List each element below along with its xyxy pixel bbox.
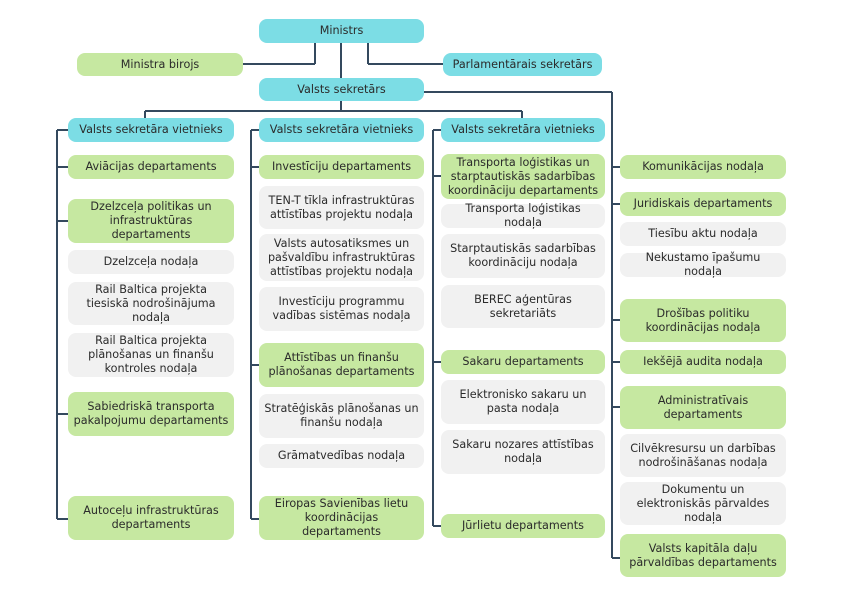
public-transport-department-box: Sabiedriskā transporta pakalpojumu depar…: [68, 392, 234, 436]
property-division-box: Nekustamo īpašumu nodaļa: [620, 251, 786, 278]
state-capital-department-box: Valsts kapitāla daļu pārvaldības departa…: [620, 534, 786, 577]
legal-department-box: Juridiskais departaments: [620, 192, 786, 216]
road-infrastructure-department-box: Autoceļu infrastruktūras departaments: [68, 496, 234, 540]
eu-affairs-department-box: Eiropas Savienības lietu koordinācijas d…: [259, 496, 424, 540]
strategic-planning-division-box: Stratēģiskās plānošanas un finanšu nodaļ…: [259, 394, 424, 438]
communication-division-box: Komunikācijas nodaļa: [620, 155, 786, 179]
communications-department-box: Sakaru departaments: [441, 350, 605, 374]
berec-secretariat-box: BEREC aģentūras sekretariāts: [441, 285, 605, 328]
legal-acts-division-box: Tiesību aktu nodaļa: [620, 222, 786, 246]
communications-development-division-box: Sakaru nozares attīstības nodaļa: [441, 430, 605, 474]
development-finance-department-box: Attīstības un finanšu plānošanas departa…: [259, 343, 424, 387]
deputy-state-secretary-box-2: Valsts sekretāra vietnieks: [259, 118, 424, 142]
security-policy-division-box: Drošības politiku koordinācijas nodaļa: [620, 299, 786, 342]
international-coordination-division-box: Starptautiskās sadarbības koordināciju n…: [441, 234, 605, 278]
deputy-state-secretary-box-3: Valsts sekretāra vietnieks: [441, 118, 605, 142]
maritime-department-box: Jūrlietu departaments: [441, 514, 605, 538]
parliamentary-secretary-box: Parlamentārais sekretārs: [443, 53, 602, 76]
railway-policy-department-box: Dzelzceļa politikas un infrastruktūras d…: [68, 199, 234, 243]
administrative-department-box: Administratīvais departaments: [620, 386, 786, 429]
hr-division-box: Cilvēkresursu un darbības nodrošināšanas…: [620, 434, 786, 477]
deputy-state-secretary-box-1: Valsts sekretāra vietnieks: [68, 118, 234, 142]
state-secretary-box: Valsts sekretārs: [259, 78, 424, 101]
rail-baltica-legal-division-box: Rail Baltica projekta tiesiskā nodrošinā…: [68, 282, 234, 325]
minister-office-box: Ministra birojs: [77, 53, 243, 76]
investment-programs-division-box: Investīciju programmu vadības sistēmas n…: [259, 287, 424, 331]
accounting-division-box: Grāmatvedības nodaļa: [259, 444, 424, 468]
logistics-department-box: Transporta loģistikas un starptautiskās …: [441, 154, 605, 199]
internal-audit-division-box: Iekšējā audita nodaļa: [620, 350, 786, 374]
railway-division-box: Dzelzceļa nodaļa: [68, 250, 234, 274]
documents-division-box: Dokumentu un elektroniskās pārvaldes nod…: [620, 482, 786, 525]
electronic-communications-division-box: Elektronisko sakaru un pasta nodaļa: [441, 380, 605, 424]
minister-box: Ministrs: [259, 19, 424, 43]
motorway-division-box: Valsts autosatiksmes un pašvaldību infra…: [259, 234, 424, 281]
logistics-division-box: Transporta loģistikas nodaļa: [441, 202, 605, 229]
aviation-department-box: Aviācijas departaments: [68, 155, 234, 179]
rail-baltica-planning-division-box: Rail Baltica projekta plānošanas un fina…: [68, 333, 234, 377]
ten-t-division-box: TEN-T tīkla infrastruktūras attīstības p…: [259, 186, 424, 229]
investment-department-box: Investīciju departaments: [259, 155, 424, 179]
